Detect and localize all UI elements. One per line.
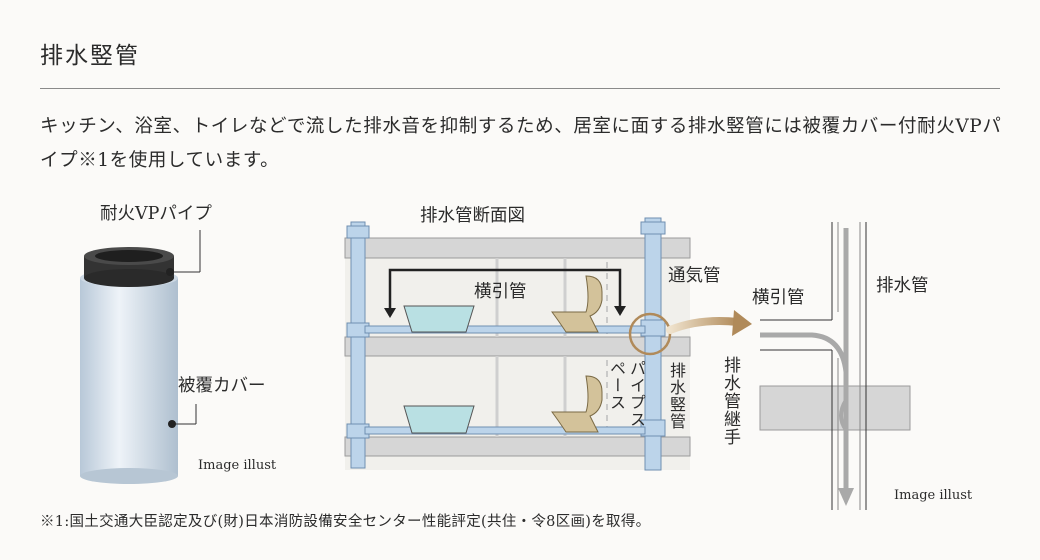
- description-text: キッチン、浴室、トイレなどで流した排水音を抑制するため、居室に面する排水竪管には…: [40, 116, 1002, 171]
- drain-stack-label: 排水竪管: [667, 362, 686, 430]
- vp-pipe-label: 耐火VPパイプ: [100, 204, 212, 224]
- vp-pipe-illustration: [80, 230, 201, 484]
- image-note-left: Image illust: [198, 458, 277, 473]
- lateral-pipe-label-right: 横引管: [752, 288, 805, 308]
- pipe-space-label: パイプスペース: [607, 360, 646, 428]
- pipe-joint-label: 排水管継手: [720, 356, 740, 446]
- image-note-right: Image illust: [894, 488, 973, 503]
- drain-pipe-label: 排水管: [876, 276, 929, 296]
- footnote: ※1:国土交通大臣認定及び(財)日本消防設備安全センター性能評定(共住・令8区画…: [40, 514, 651, 530]
- pipe-joint-detail: [759, 222, 911, 510]
- title-divider: [40, 88, 1000, 89]
- cover-label: 被覆カバー: [178, 376, 266, 396]
- zoom-arrow: [666, 310, 752, 336]
- vent-pipe-label: 通気管: [668, 266, 721, 286]
- drain-cross-section: [344, 217, 691, 471]
- lateral-pipe-label-mid: 横引管: [474, 282, 527, 302]
- cross-section-heading: 排水管断面図: [420, 206, 525, 226]
- page-title: 排水竪管: [40, 43, 140, 69]
